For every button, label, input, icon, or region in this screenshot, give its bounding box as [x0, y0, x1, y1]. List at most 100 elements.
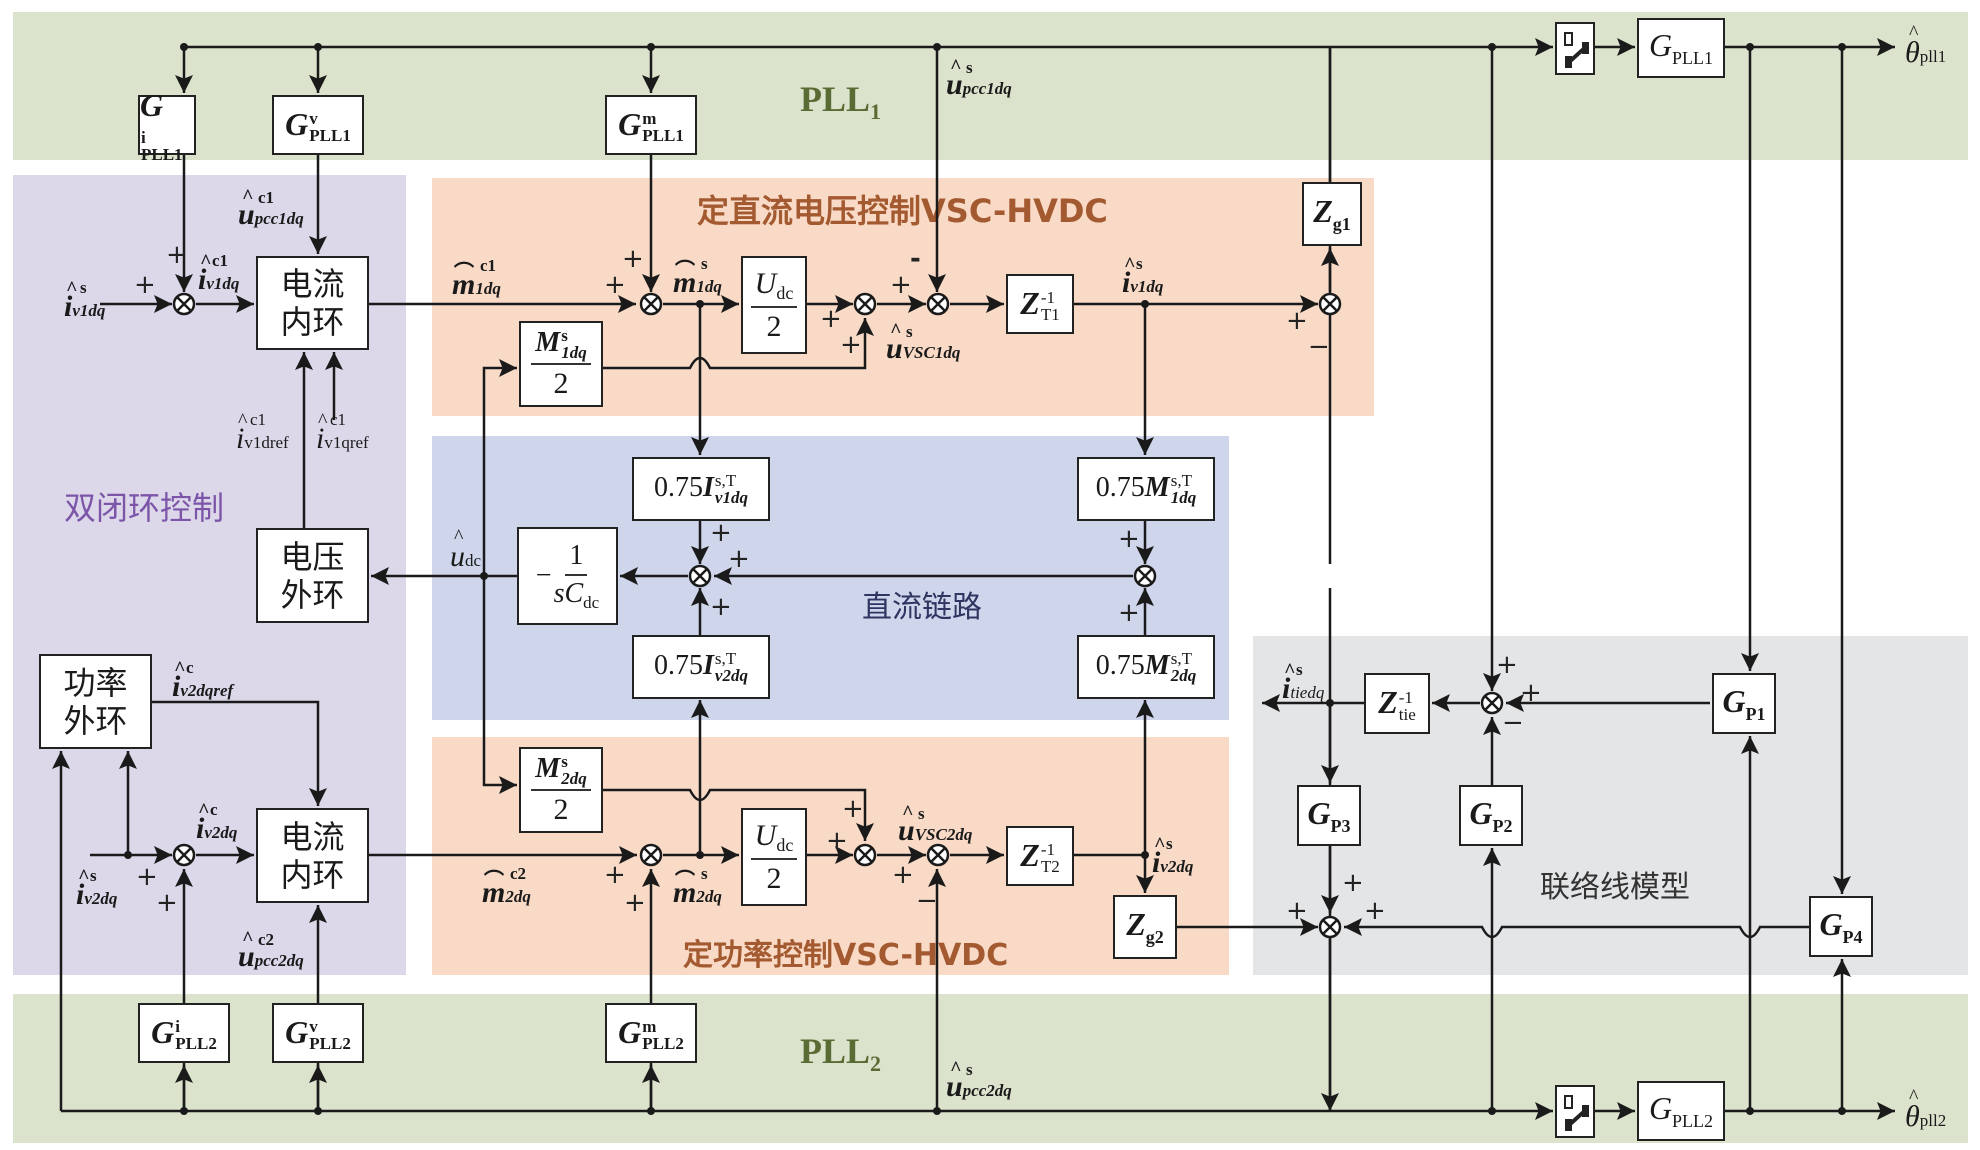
summing-junction — [853, 843, 877, 867]
gp1-block: GP1 — [1712, 673, 1776, 734]
summing-junction — [172, 292, 196, 316]
junction-dot — [1141, 300, 1149, 308]
sign-minus: − — [1502, 708, 1524, 738]
summing-junction — [639, 292, 663, 316]
junction-dot — [1488, 43, 1496, 51]
theta-pll2-label: θ^pll2 — [1905, 1086, 1947, 1133]
sign-plus: + — [1364, 896, 1386, 926]
gp2-block: GP2 — [1459, 785, 1523, 846]
junction-dot — [314, 1107, 322, 1115]
junction-dot — [1838, 1107, 1846, 1115]
sign-plus: + — [840, 330, 862, 360]
junction-dot — [1746, 43, 1754, 51]
summing-junction — [172, 843, 196, 867]
junction-dot — [1838, 43, 1846, 51]
tie-line-label: 联络线模型 — [1540, 870, 1690, 905]
sign-plus: + — [1342, 868, 1364, 898]
summing-junction — [1133, 564, 1157, 588]
wire — [152, 700, 327, 806]
sign-minus-short: - — [910, 244, 921, 274]
junction-dot — [314, 43, 322, 51]
summing-junction — [926, 292, 950, 316]
theta-pll1-label: θ^pll1 — [1905, 22, 1947, 69]
junction-dot — [647, 43, 655, 51]
zg2-block: Zg2 — [1113, 895, 1177, 959]
pll2-label: PLL2 — [800, 1031, 882, 1077]
summing-junction — [639, 843, 663, 867]
junction-dot — [1488, 1107, 1496, 1115]
wire — [482, 580, 517, 794]
wire — [1344, 918, 1809, 939]
sign-minus: − — [1308, 332, 1330, 362]
junction-dot — [1326, 699, 1334, 707]
sign-plus: + — [1286, 896, 1308, 926]
sign-plus: + — [604, 860, 626, 890]
sign-plus: + — [892, 860, 914, 890]
junction-dot — [1141, 851, 1149, 859]
summing-junction — [1318, 915, 1342, 939]
switch-icon — [1561, 30, 1589, 68]
g-pll1-block: GPLL1 — [1637, 18, 1725, 78]
vsc1-label: 定直流电压控制VSC-HVDC — [697, 192, 1108, 230]
sign-plus: + — [826, 826, 848, 856]
sign-plus: + — [136, 862, 158, 892]
sign-plus: + — [728, 544, 750, 574]
sign-plus: + — [820, 304, 842, 334]
sign-plus: + — [710, 518, 732, 548]
sign-plus: + — [1520, 678, 1542, 708]
u-dc-label: ^udc — [450, 526, 482, 573]
gp3-block: GP3 — [1297, 785, 1361, 846]
sign-plus: + — [622, 244, 644, 274]
gp4-block: GP4 — [1809, 896, 1873, 957]
junction-dot — [647, 1107, 655, 1115]
pll1-label: PLL1 — [800, 79, 882, 125]
wire — [603, 788, 874, 841]
sign-plus: + — [1118, 598, 1140, 628]
sign-plus: + — [890, 270, 912, 300]
power-outer-loop-block: 功率外环 — [39, 654, 152, 749]
junction-dot — [696, 300, 704, 308]
sign-plus: + — [710, 592, 732, 622]
voltage-outer-loop-block: 电压外环 — [256, 528, 369, 623]
sign-minus: − — [916, 886, 938, 916]
junction-dot — [180, 43, 188, 51]
sign-plus: + — [166, 240, 188, 270]
g-pll2-block: GPLL2 — [1637, 1081, 1725, 1141]
junction-dot — [124, 851, 132, 859]
switch-1-block — [1555, 22, 1595, 75]
junction-dot — [180, 1107, 188, 1115]
dc-link-label: 直流链路 — [862, 590, 982, 625]
current-inner-loop-1-block: 电流内环 — [256, 256, 369, 350]
summing-junction — [1318, 292, 1342, 316]
vsc2-label: 定功率控制VSC-HVDC — [683, 938, 1009, 973]
sign-plus: + — [624, 888, 646, 918]
sign-plus: + — [156, 888, 178, 918]
junction-dot — [933, 43, 941, 51]
